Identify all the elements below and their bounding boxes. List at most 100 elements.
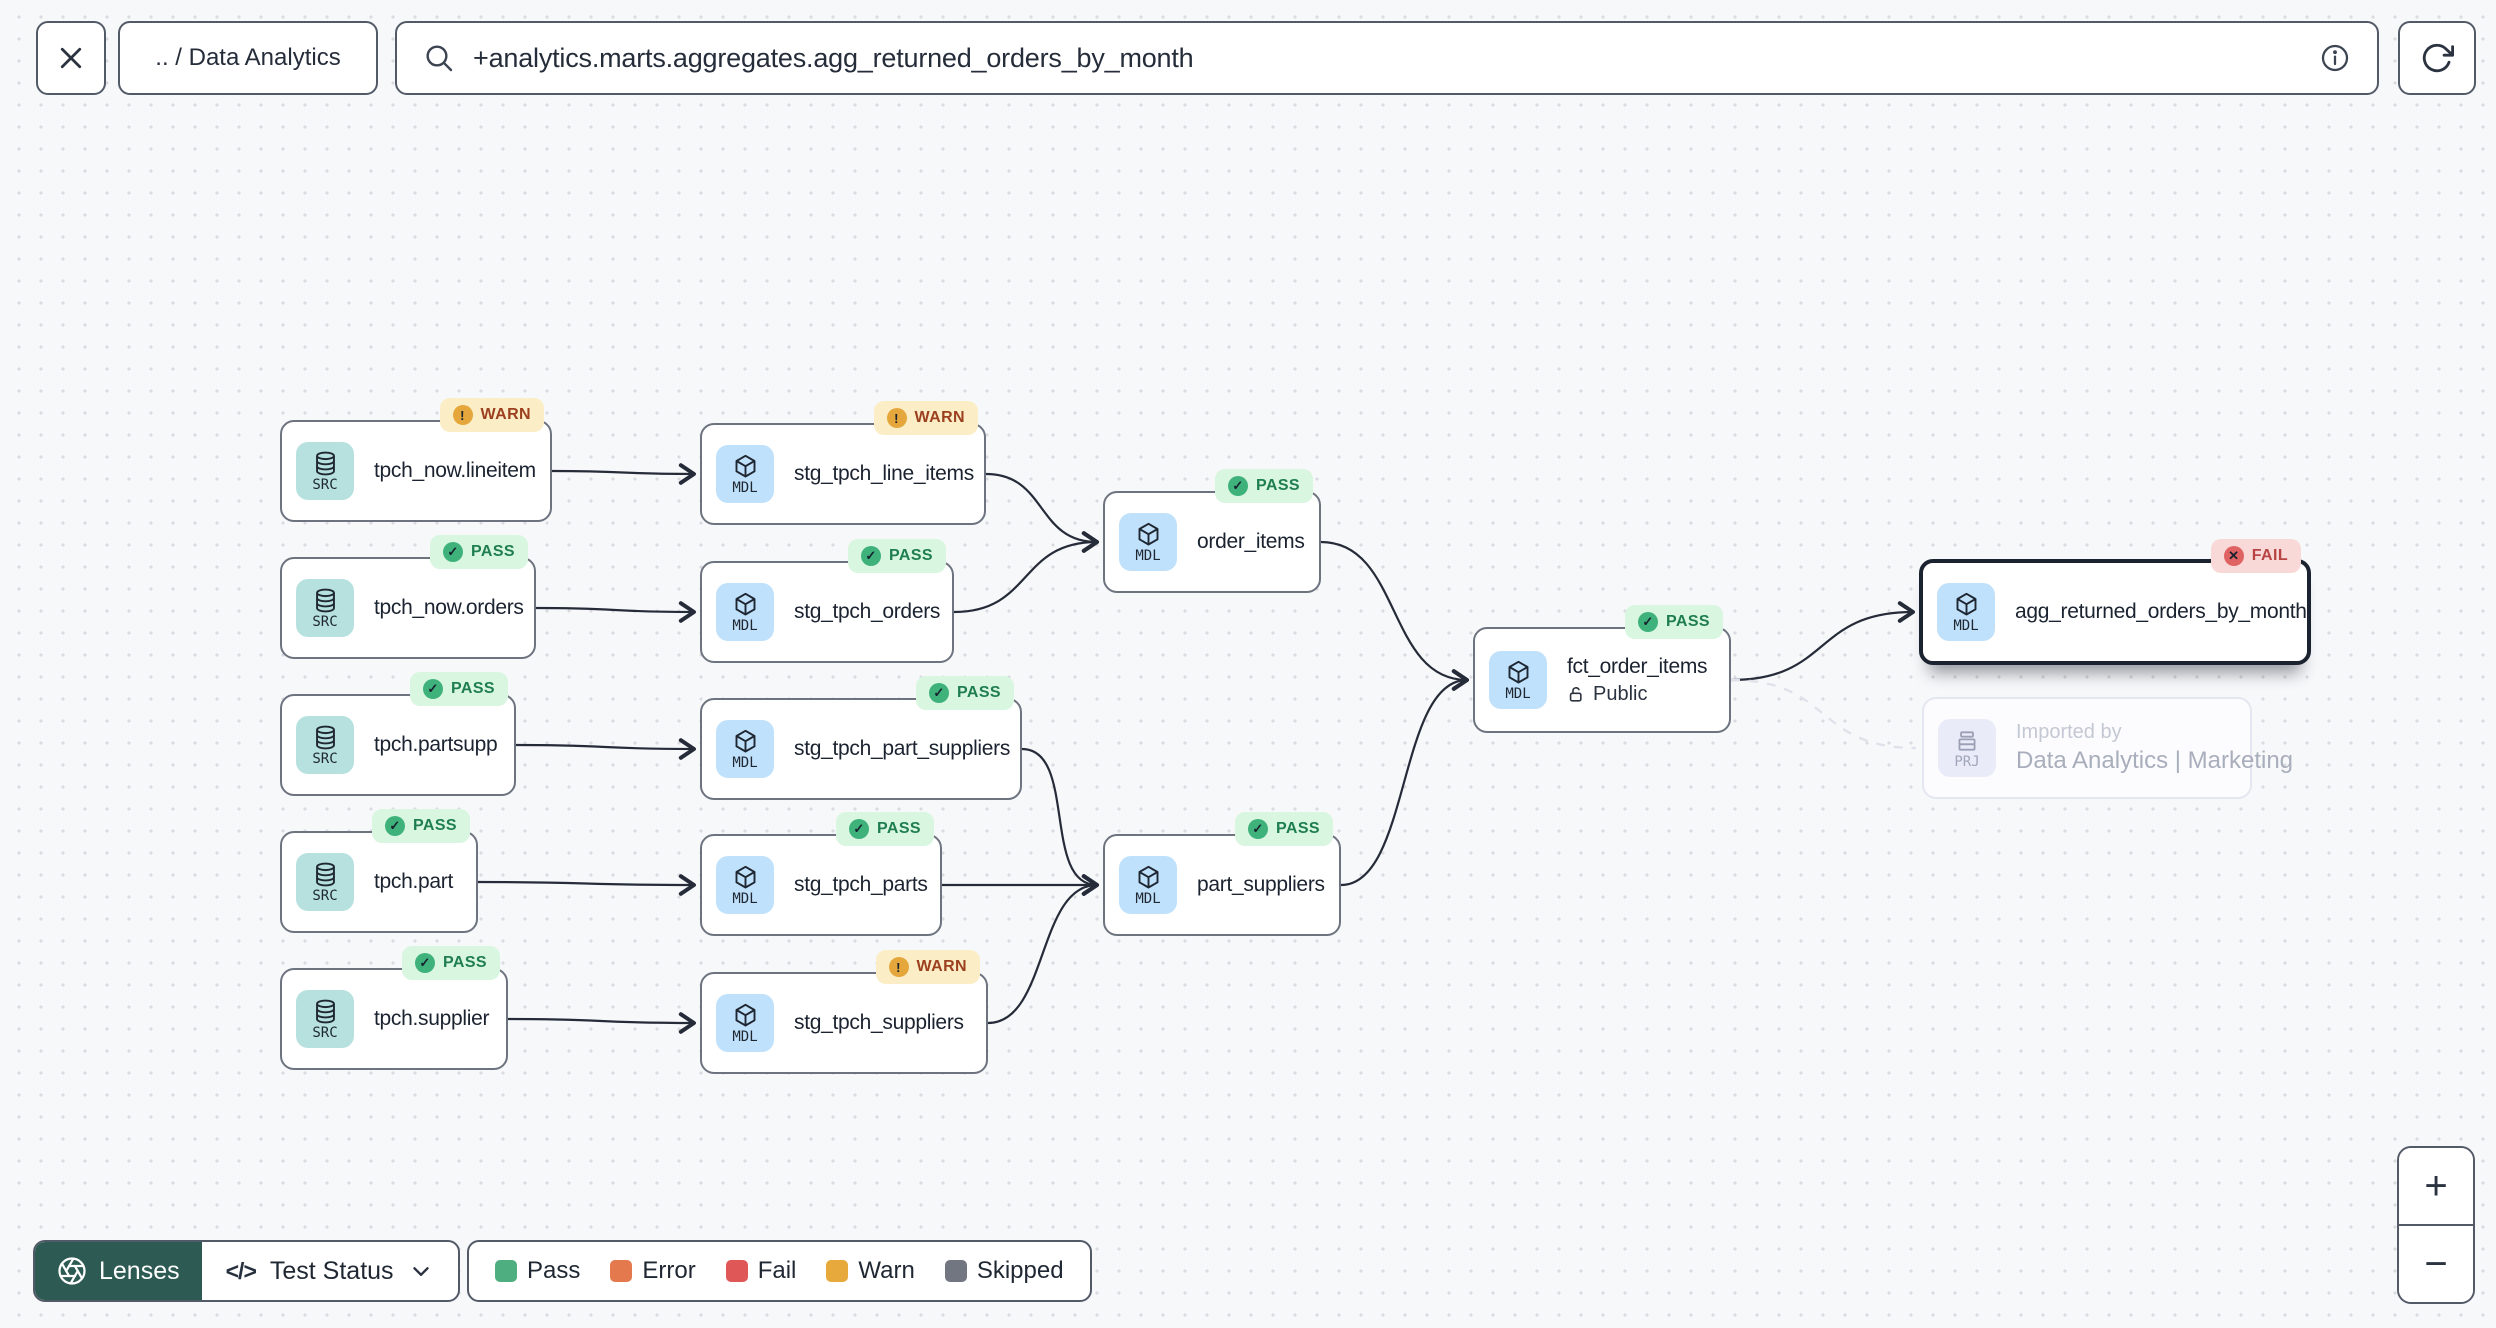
zoom-in-button[interactable]: +	[2399, 1148, 2473, 1224]
edge-stg_tpch_suppliers-to-part_suppliers	[987, 874, 1099, 1025]
status-badge-fail: ✕FAIL	[2210, 539, 2301, 573]
legend-item-pass: Pass	[495, 1257, 580, 1285]
close-icon	[56, 43, 86, 73]
node-type-tag: MDL	[1953, 618, 1979, 634]
status-badge-warn: !WARN	[873, 401, 978, 435]
model-icon: MDL	[716, 720, 774, 778]
source-icon: SRC	[296, 853, 354, 911]
node-type-tag: MDL	[1505, 686, 1531, 702]
info-icon[interactable]	[2319, 42, 2351, 74]
node-label: stg_tpch_parts	[794, 873, 928, 896]
zoom-out-button[interactable]: −	[2399, 1224, 2473, 1302]
legend-label: Skipped	[976, 1257, 1064, 1284]
node-label: tpch_now.lineitem	[374, 459, 536, 482]
status-dot-icon: ✓	[1248, 819, 1269, 839]
node-type-tag: MDL	[732, 618, 758, 634]
node-label-area: stg_tpch_orders	[794, 600, 940, 624]
node-label-area: tpch_now.lineitem	[374, 459, 536, 483]
close-button[interactable]	[36, 21, 106, 95]
node-label-area: stg_tpch_part_suppliers	[794, 737, 1010, 761]
source-icon: SRC	[296, 442, 354, 500]
node-label: fct_order_items	[1567, 654, 1708, 678]
model-icon: MDL	[716, 583, 774, 641]
legend-label: Fail	[757, 1257, 797, 1284]
status-dot-icon: ✓	[849, 819, 870, 839]
edge-order_items-to-fct_order_items	[1320, 540, 1469, 691]
model-icon: MDL	[716, 994, 774, 1052]
node-label-area: tpch.part	[374, 870, 453, 894]
node-label: stg_tpch_orders	[794, 600, 941, 623]
node-imported_by_project[interactable]: PRJ Imported by Data Analytics | Marketin…	[1922, 697, 2293, 799]
search-input[interactable]: +analytics.marts.aggregates.agg_returned…	[395, 21, 2379, 95]
legend-item-warn: Warn	[826, 1257, 915, 1285]
status-badge-pass: ✓PASS	[1625, 605, 1723, 639]
node-stg_tpch_suppliers[interactable]: MDL stg_tpch_suppliers !WARN	[700, 950, 988, 1074]
node-type-tag: MDL	[732, 891, 758, 907]
edge-stg_tpch_line_items-to-order_items	[985, 472, 1099, 553]
lens-selector[interactable]: </> Test Status	[202, 1242, 458, 1300]
lock-open-icon	[1567, 685, 1586, 704]
lenses-label: Lenses	[99, 1256, 180, 1285]
ghost-imported-by: Imported by	[2016, 721, 2122, 743]
status-badge-pass: ✓PASS	[1215, 469, 1313, 503]
edge-tpch_partsupp-to-stg_tpch_part_suppliers	[515, 738, 696, 760]
status-badge-pass: ✓PASS	[430, 535, 528, 569]
node-label-area: stg_tpch_parts	[794, 873, 928, 897]
status-dot-icon: ✓	[1638, 612, 1659, 632]
ghost-project-name: Data Analytics | Marketing	[2016, 747, 2294, 774]
model-icon: MDL	[716, 856, 774, 914]
source-icon: SRC	[296, 716, 354, 774]
breadcrumb[interactable]: .. / Data Analytics	[118, 21, 378, 95]
legend-swatch	[495, 1260, 517, 1282]
status-badge-warn: !WARN	[875, 950, 980, 984]
legend-swatch	[944, 1260, 967, 1282]
node-stg_tpch_orders[interactable]: MDL stg_tpch_orders ✓PASS	[700, 539, 954, 663]
refresh-button[interactable]	[2398, 21, 2476, 95]
legend-label: Error	[642, 1257, 696, 1284]
model-icon: MDL	[1489, 651, 1547, 709]
project-icon: PRJ	[1938, 719, 1996, 777]
zoom-controls: + −	[2397, 1146, 2475, 1304]
node-label-area: Imported by Data Analytics | Marketing	[2016, 721, 2293, 775]
node-label: tpch.supplier	[374, 1007, 490, 1030]
edge-part_suppliers-to-fct_order_items	[1340, 669, 1469, 887]
model-icon: MDL	[1119, 513, 1177, 571]
node-label: part_suppliers	[1197, 873, 1325, 896]
node-label-area: stg_tpch_suppliers	[794, 1011, 964, 1035]
node-label-area: tpch.supplier	[374, 1007, 489, 1031]
search-icon	[423, 42, 455, 74]
edge-fct_order_items-to-imported_by_project	[1730, 678, 1917, 750]
node-type-tag: SRC	[312, 477, 338, 493]
legend-swatch	[725, 1260, 748, 1282]
test-status-legend: Pass Error Fail Warn Skipped	[467, 1240, 1092, 1302]
status-dot-icon: ✓	[385, 816, 406, 836]
model-icon: MDL	[1937, 583, 1995, 641]
legend-swatch	[826, 1260, 849, 1282]
edge-tpch_now_orders-to-stg_tpch_orders	[535, 601, 696, 623]
edge-fct_order_items-to-agg_returned_orders_by_month	[1730, 601, 1915, 682]
edge-tpch_part-to-stg_tpch_parts	[477, 874, 696, 896]
lenses-button[interactable]: Lenses	[35, 1242, 202, 1300]
status-dot-icon: !	[452, 405, 473, 425]
status-badge-pass: ✓PASS	[848, 539, 946, 573]
node-type-tag: SRC	[312, 1025, 338, 1041]
node-type-tag: SRC	[312, 888, 338, 904]
lenses-bar: Lenses </> Test Status	[33, 1240, 460, 1302]
legend-item-fail: Fail	[725, 1257, 797, 1285]
edge-tpch_now_lineitem-to-stg_tpch_line_items	[551, 463, 696, 485]
